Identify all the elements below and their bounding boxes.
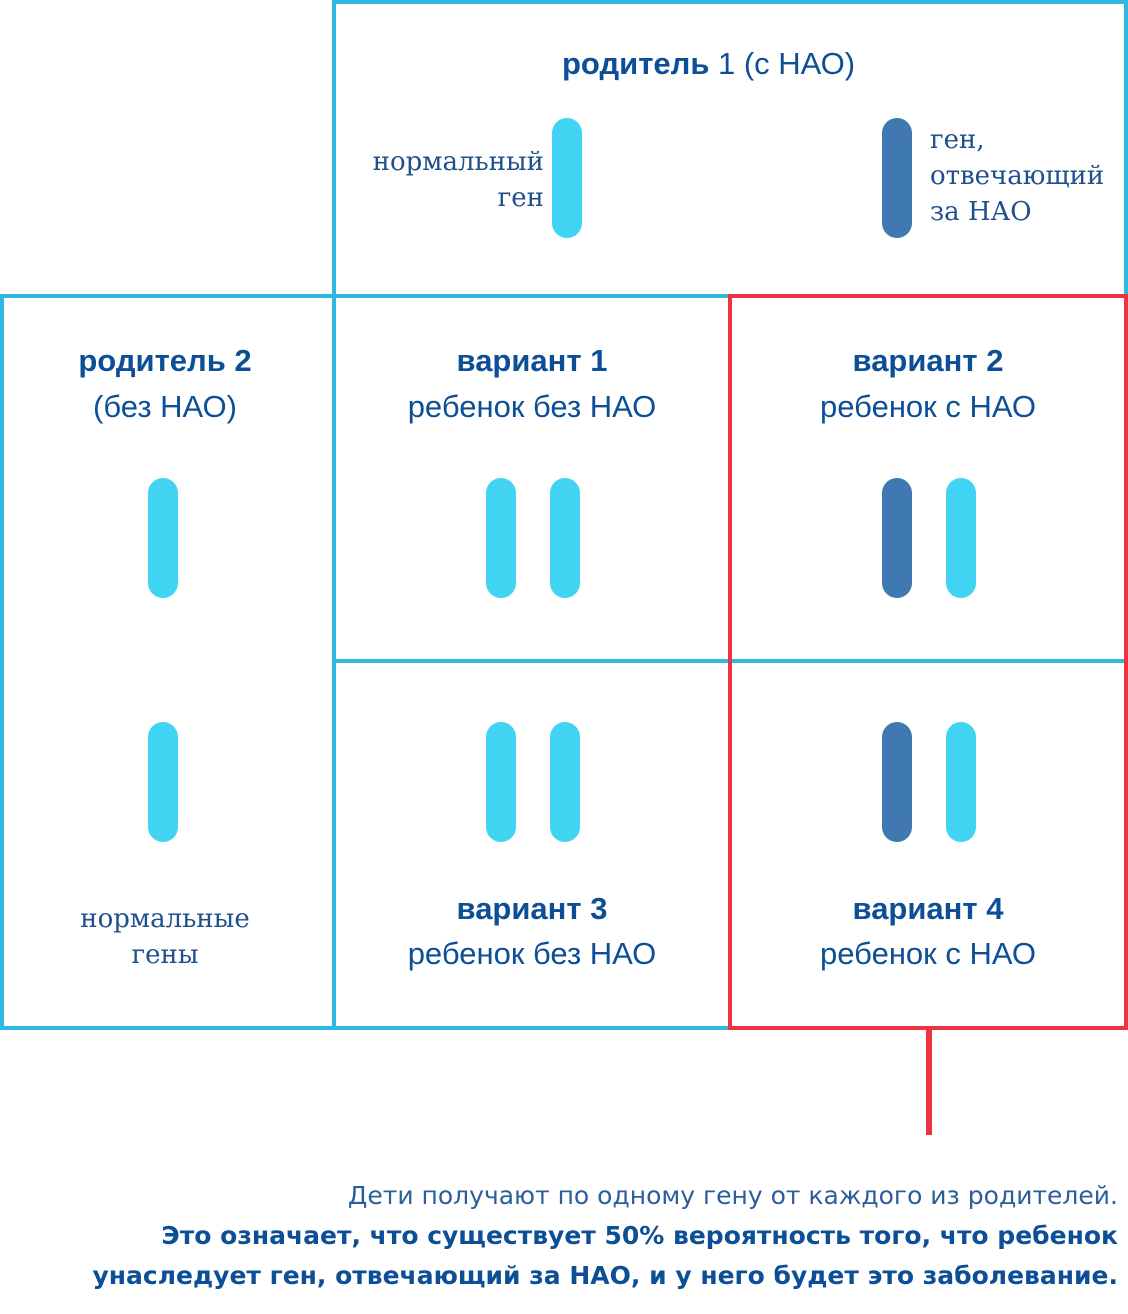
parent2-gene-1	[148, 478, 178, 598]
parent1-title: родитель 1 (с НАО)	[562, 46, 856, 81]
parent1-normal-gene	[552, 118, 582, 238]
variant2-title: вариант 2	[852, 343, 1004, 378]
variant4-title: вариант 4	[852, 891, 1004, 926]
parent2-title: родитель 2	[78, 343, 252, 378]
highlight-connector	[926, 1028, 932, 1135]
parent2-subtitle: (без НАО)	[93, 389, 237, 424]
variant4-nao-gene	[882, 722, 912, 842]
variant1-gene-1	[486, 478, 516, 598]
variant2-subtitle: ребенок с НАО	[820, 389, 1036, 424]
variant1-gene-2	[550, 478, 580, 598]
variant3-gene-1	[486, 722, 516, 842]
variant3-subtitle: ребенок без НАО	[407, 936, 657, 971]
parent1-nao-gene	[882, 118, 912, 238]
parent2-gene-2	[148, 722, 178, 842]
parent1-nao-label: ген, отвечающий за НАО	[930, 125, 1105, 227]
variant2-normal-gene	[946, 478, 976, 598]
variant1-title: вариант 1	[456, 343, 608, 378]
inheritance-note: Дети получают по одному гену от каждого …	[92, 1176, 1118, 1296]
variant3-gene-2	[550, 722, 580, 842]
note-line-1: Дети получают по одному гену от каждого …	[347, 1181, 1118, 1210]
variant2-nao-gene	[882, 478, 912, 598]
note-line-2: Это означает, что существует 50% вероятн…	[161, 1221, 1118, 1250]
note-line-3: унаследует ген, отвечающий за НАО, и у н…	[92, 1261, 1118, 1290]
parent2-genes-label: нормальные гены	[80, 904, 250, 970]
variant1-subtitle: ребенок без НАО	[407, 389, 657, 424]
variant3-title: вариант 3	[456, 891, 608, 926]
parent1-normal-label: нормальный ген	[372, 147, 544, 213]
variant4-normal-gene	[946, 722, 976, 842]
variant4-subtitle: ребенок с НАО	[820, 936, 1036, 971]
